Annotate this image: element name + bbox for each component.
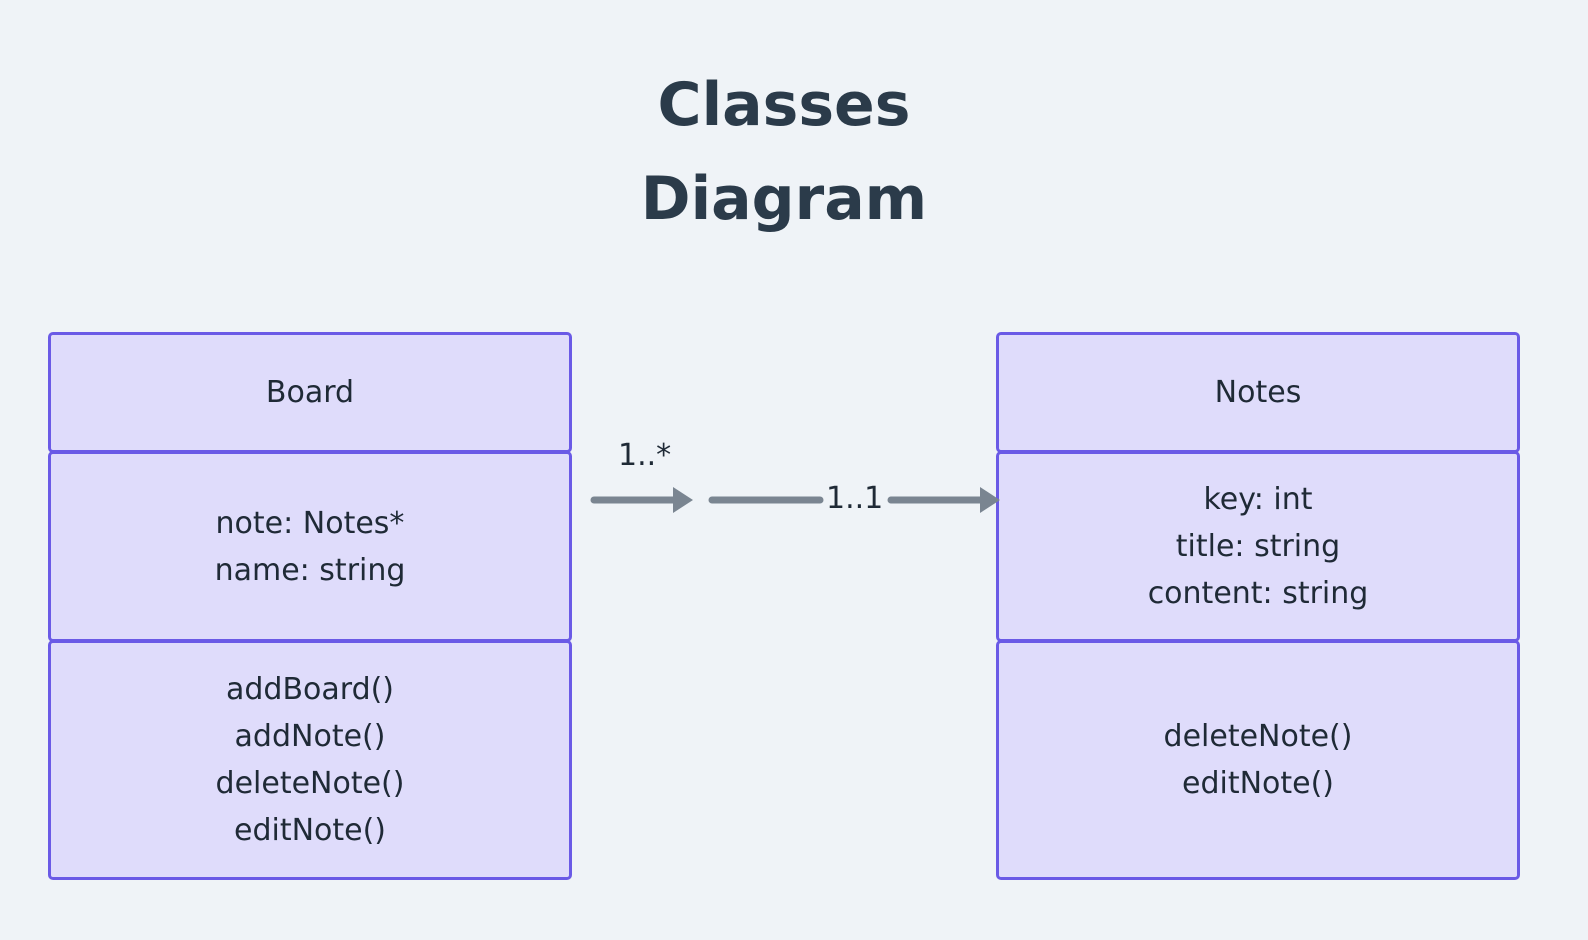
notes-methods[interactable]: deleteNote() editNote() <box>996 640 1520 880</box>
diagram-title: Classes Diagram <box>0 58 1568 246</box>
attribute: note: Notes* <box>215 505 405 541</box>
method: addBoard() <box>225 672 395 707</box>
method: deleteNote() <box>215 766 405 801</box>
board-methods[interactable]: addBoard() addNote() deleteNote() editNo… <box>48 640 572 880</box>
notes-attributes[interactable]: key: int title: string content: string <box>996 451 1520 642</box>
source-multiplicity-label: 1..* <box>618 438 672 473</box>
arrowhead-source <box>673 487 693 513</box>
title-line-2: Diagram <box>640 164 928 234</box>
title-line-1: Classes <box>657 70 911 140</box>
class-name-label: Notes <box>1214 375 1302 410</box>
notes-class-name[interactable]: Notes <box>996 332 1520 453</box>
method: editNote() <box>1181 766 1335 801</box>
target-multiplicity-label: 1..1 <box>826 481 884 516</box>
method: addNote() <box>234 719 386 754</box>
board-class-name[interactable]: Board <box>48 332 572 453</box>
method: editNote() <box>233 813 387 848</box>
attribute: key: int <box>1203 482 1313 517</box>
attribute: title: string <box>1175 529 1341 564</box>
method: deleteNote() <box>1163 719 1353 754</box>
board-attributes[interactable]: note: Notes* name: string <box>48 451 572 642</box>
attribute: content: string <box>1147 576 1369 611</box>
class-name-label: Board <box>265 375 355 410</box>
attribute: name: string <box>214 552 406 588</box>
